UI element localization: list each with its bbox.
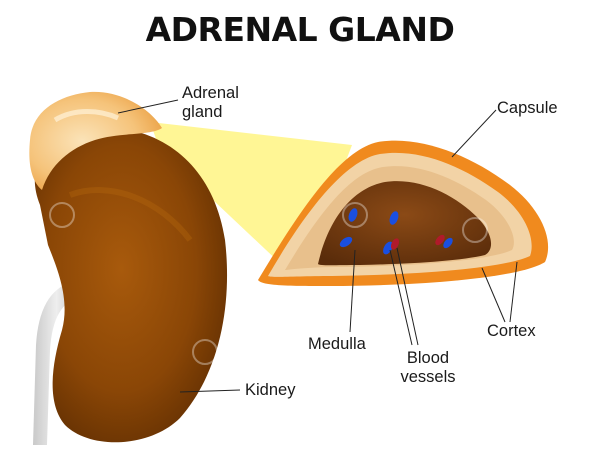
watermark xyxy=(49,202,488,365)
kidney-shape xyxy=(34,126,228,443)
label-adrenal-line1: Adrenal xyxy=(182,84,239,102)
leader-lines xyxy=(117,99,518,393)
label-medulla: Medulla xyxy=(308,335,366,353)
label-blood-line1: Blood xyxy=(406,349,450,367)
label-cortex: Cortex xyxy=(487,322,536,340)
label-adrenal-line2: gland xyxy=(182,103,223,121)
label-adrenal-gland: Adrenal gland xyxy=(182,84,239,122)
label-blood-line2: vessels xyxy=(400,368,456,386)
ureter xyxy=(33,282,80,445)
diagram-title: ADRENAL GLAND xyxy=(145,10,455,49)
label-capsule: Capsule xyxy=(497,99,558,117)
label-kidney: Kidney xyxy=(245,381,296,399)
blood-vessels xyxy=(339,208,453,255)
label-blood-vessels: Blood vessels xyxy=(392,349,464,387)
